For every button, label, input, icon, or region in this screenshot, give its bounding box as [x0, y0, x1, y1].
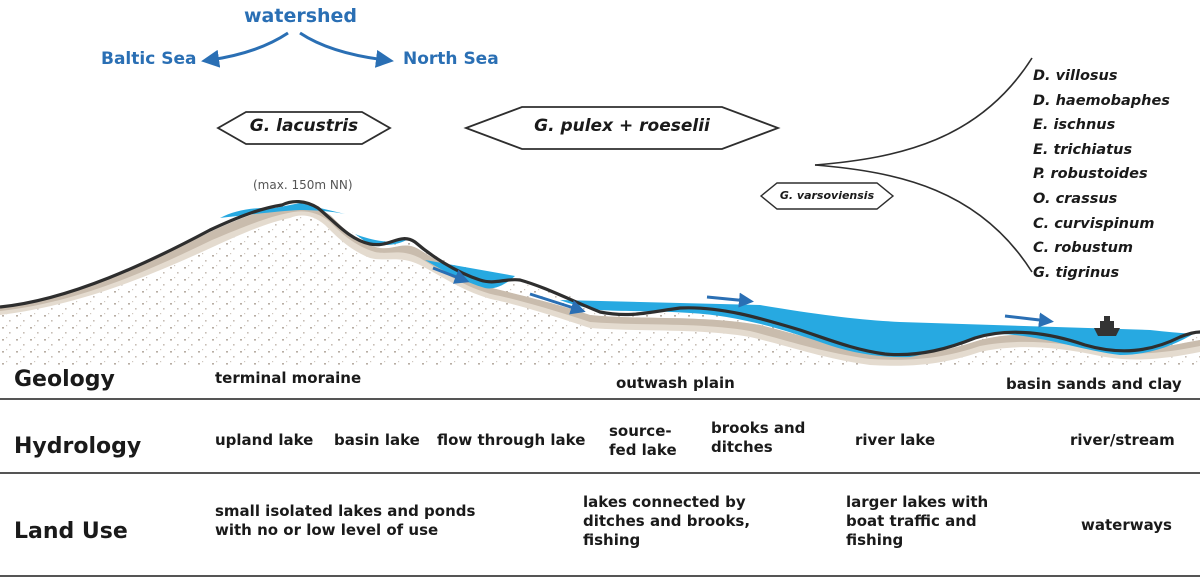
row-label-geology: Geology: [14, 367, 115, 392]
fan-line-lower: [814, 164, 1033, 273]
hydrology-item: river/stream: [1070, 431, 1175, 449]
landscape-profile: [0, 200, 1200, 366]
species-varsoviensis: G. varsoviensis: [779, 189, 875, 202]
hexagon-pulex-roeselii: [463, 106, 781, 150]
row-divider: [0, 575, 1200, 577]
hydrology-item: brooks and ditches: [711, 419, 806, 456]
baltic-sea-label: Baltic Sea: [101, 49, 197, 69]
species-lacustris: G. lacustris: [249, 116, 359, 136]
land-use-item: waterways: [1081, 516, 1172, 534]
species-item: C. robustum: [1033, 240, 1134, 257]
species-item: P. robustoides: [1033, 166, 1148, 183]
row-label-land-use: Land Use: [14, 519, 128, 544]
species-item: E. trichiatus: [1033, 141, 1133, 158]
hydrology-item: flow through lake: [437, 431, 586, 449]
north-sea-label: North Sea: [403, 49, 499, 69]
invasive-species-list: D. villosus D. haemobaphes E. ischnus E.…: [1033, 64, 1170, 285]
species-item: C. curvispinum: [1033, 215, 1155, 232]
row-divider: [0, 472, 1200, 474]
hexagon-lacustris: [216, 111, 392, 145]
watershed-arrows: [201, 31, 394, 68]
species-item: G. tigrinus: [1033, 264, 1120, 281]
flow-arrow: [432, 266, 470, 284]
geology-item: outwash plain: [616, 374, 735, 392]
hydrology-item: source-fed lake: [609, 422, 677, 459]
flow-arrow: [1004, 312, 1054, 328]
sediment-band-light: [0, 204, 1200, 366]
land-use-item: larger lakes with boat traffic and fishi…: [846, 493, 989, 549]
geology-item: terminal moraine: [215, 369, 362, 387]
land-use-item: small isolated lakes and ponds with no o…: [215, 502, 476, 539]
hydrology-item: upland lake: [215, 431, 314, 449]
land-use-item: lakes connected by ditches and brooks, f…: [583, 493, 751, 549]
fan-line-upper: [814, 57, 1033, 166]
flow-arrow: [529, 292, 586, 315]
species-pulex-roeselii: G. pulex + roeselii: [534, 116, 710, 136]
species-item: E. ischnus: [1033, 117, 1116, 134]
species-item: D. villosus: [1033, 68, 1118, 84]
hexagon-varsoviensis: [759, 182, 895, 210]
max-height-label: (max. 150m NN): [253, 178, 353, 192]
river-water: [560, 300, 1195, 358]
species-item: O. crassus: [1033, 190, 1118, 207]
watershed-label: watershed: [244, 5, 358, 27]
hydrology-item: river lake: [855, 431, 936, 449]
subsurface-sand: [0, 207, 1200, 365]
boat-icon: [1094, 316, 1120, 336]
row-divider: [0, 398, 1200, 400]
hydrology-item: basin lake: [334, 431, 420, 449]
geology-item: basin sands and clay: [1006, 375, 1182, 393]
species-shapes: [216, 57, 1033, 273]
species-item: D. haemobaphes: [1033, 92, 1170, 109]
flow-arrow: [706, 292, 754, 308]
row-label-hydrology: Hydrology: [14, 434, 142, 459]
